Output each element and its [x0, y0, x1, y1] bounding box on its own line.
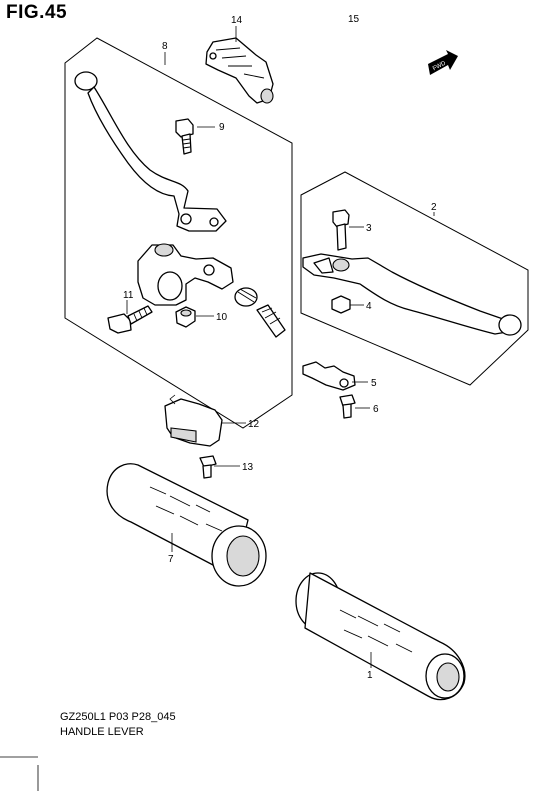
part-12-clutch-switch	[164, 394, 223, 447]
part-2-brake-lever	[302, 253, 522, 336]
callout-13: 13	[242, 462, 254, 473]
part-10-nut	[175, 306, 196, 328]
right-lever-frame	[300, 171, 529, 386]
part-1-right-grip	[295, 572, 466, 701]
callout-4: 4	[366, 301, 372, 312]
callout-15: 15	[348, 14, 360, 25]
callout-3: 3	[366, 223, 372, 234]
callout-2: 2	[431, 202, 437, 213]
part-13-screw	[199, 455, 217, 479]
part-14-switch	[205, 37, 274, 104]
callout-11: 11	[123, 290, 134, 301]
figure-title: FIG.45	[6, 2, 68, 23]
part-5-brake-switch	[302, 361, 356, 391]
callout-10: 10	[216, 312, 228, 323]
part-3-bolt	[332, 209, 350, 251]
part-8-clutch-lever	[74, 71, 227, 232]
callout-1: 1	[367, 670, 373, 681]
clutch-holder-bracket	[137, 243, 234, 306]
left-lever-frame	[64, 37, 293, 429]
callout-7: 7	[168, 554, 174, 565]
fwd-arrow-icon: FWD	[428, 50, 458, 75]
footer-caption: HANDLE LEVER	[60, 726, 144, 738]
part-9-bolt	[175, 118, 194, 155]
part-7-left-grip	[106, 463, 267, 587]
callout-8: 8	[162, 41, 168, 52]
part-11-bolt	[107, 305, 153, 334]
callout-5: 5	[371, 378, 377, 389]
callout-14: 14	[231, 15, 243, 26]
part-6-screw	[339, 394, 356, 419]
callout-9: 9	[219, 122, 225, 133]
leader-lines	[126, 26, 435, 668]
callout-6: 6	[373, 404, 379, 415]
footer-model-code: GZ250L1 P03 P28_045	[60, 711, 176, 723]
callout-12: 12	[248, 419, 260, 430]
lever-adjuster	[234, 287, 286, 338]
part-4-nut	[331, 295, 351, 314]
